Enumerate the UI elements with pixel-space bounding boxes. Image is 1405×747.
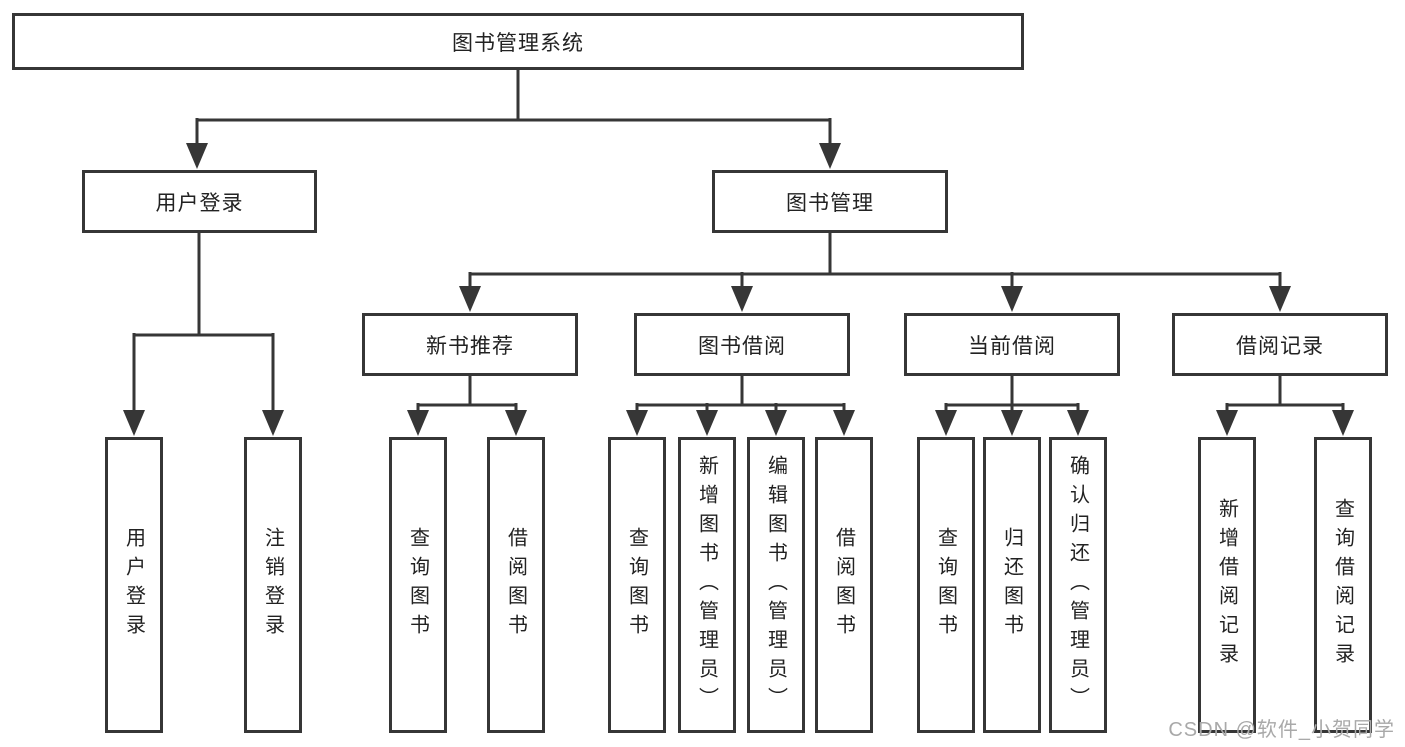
connector-new-books <box>416 376 518 413</box>
csdn-watermark: CSDN @软件_小贺同学 <box>1168 719 1395 741</box>
leaf-user-login: 用户登录 <box>105 437 163 733</box>
node-library-system: 图书管理系统 <box>12 13 1024 70</box>
arrow-down-icon <box>407 410 429 436</box>
node-current-borrow: 当前借阅 <box>904 313 1120 376</box>
arrow-down-icon <box>459 286 481 312</box>
arrow-down-icon <box>1067 410 1089 436</box>
arrow-down-icon <box>186 143 208 169</box>
arrow-down-icon <box>1216 410 1238 436</box>
connector-root <box>195 70 832 146</box>
arrow-down-icon <box>1001 286 1023 312</box>
leaf-query-books: 查询图书 <box>608 437 666 733</box>
leaf-confirm-return-admin: 确认归还（管理员） <box>1049 437 1107 733</box>
connector-records <box>1225 376 1345 413</box>
connector-borrow <box>635 376 846 413</box>
arrow-down-icon <box>833 410 855 436</box>
leaf-borrow-books: 借阅图书 <box>487 437 545 733</box>
leaf-edit-books-admin: 编辑图书（管理员） <box>747 437 805 733</box>
arrow-down-icon <box>819 143 841 169</box>
connector-user-login <box>132 233 275 413</box>
node-new-book-recommend: 新书推荐 <box>362 313 578 376</box>
leaf-return-books: 归还图书 <box>983 437 1041 733</box>
arrow-down-icon <box>1269 286 1291 312</box>
arrow-down-icon <box>731 286 753 312</box>
arrow-down-icon <box>696 410 718 436</box>
leaf-query-borrow-record: 查询借阅记录 <box>1314 437 1372 733</box>
arrow-down-icon <box>505 410 527 436</box>
node-book-management: 图书管理 <box>712 170 948 233</box>
arrow-down-icon <box>935 410 957 436</box>
node-borrow-records: 借阅记录 <box>1172 313 1388 376</box>
arrow-down-icon <box>1332 410 1354 436</box>
leaf-add-borrow-record: 新增借阅记录 <box>1198 437 1256 733</box>
leaf-borrow-books: 借阅图书 <box>815 437 873 733</box>
arrow-down-icon <box>1001 410 1023 436</box>
leaf-logout: 注销登录 <box>244 437 302 733</box>
arrow-down-icon <box>123 410 145 436</box>
arrow-down-icon <box>626 410 648 436</box>
leaf-query-books: 查询图书 <box>389 437 447 733</box>
node-book-borrow: 图书借阅 <box>634 313 850 376</box>
leaf-add-books-admin: 新增图书（管理员） <box>678 437 736 733</box>
leaf-query-books: 查询图书 <box>917 437 975 733</box>
connector-current <box>944 376 1080 413</box>
connector-book-mgmt <box>468 233 1282 289</box>
node-user-login: 用户登录 <box>82 170 317 233</box>
arrow-down-icon <box>262 410 284 436</box>
arrow-down-icon <box>765 410 787 436</box>
